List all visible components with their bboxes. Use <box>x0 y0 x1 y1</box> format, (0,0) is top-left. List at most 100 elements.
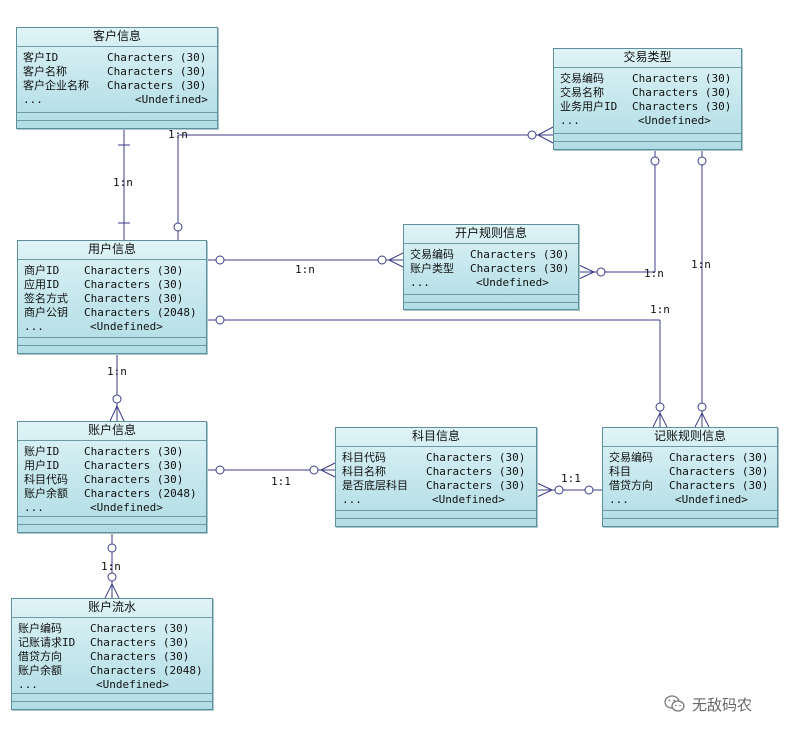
attr-type: <Undefined> <box>90 320 163 333</box>
attr-type: Characters (30) <box>84 264 184 277</box>
attr-name: 账户编码 <box>18 622 62 635</box>
attr-type: <Undefined> <box>135 93 208 106</box>
attr-row: 记账请求ID Characters (30) <box>18 636 206 650</box>
rel-label-customer-user: 1:n <box>113 176 133 189</box>
attr-name: ... <box>410 276 430 289</box>
attr-row: ... <Undefined> <box>24 501 200 515</box>
attr-name: 记账请求ID <box>18 636 76 649</box>
attr-row: 账户编码 Characters (30) <box>18 622 206 636</box>
attr-type: Characters (30) <box>426 465 526 478</box>
attr-name: 商户ID <box>24 264 60 277</box>
attr-type: Characters (30) <box>669 465 769 478</box>
attr-type: Characters (2048) <box>84 487 197 500</box>
attr-name: ... <box>23 93 43 106</box>
rel-label-user-openrule: 1:n <box>295 263 315 276</box>
attr-type: Characters (30) <box>669 479 769 492</box>
attr-row: 借贷方向 Characters (30) <box>18 650 206 664</box>
entity-title: 用户信息 <box>18 241 206 260</box>
attr-type: Characters (2048) <box>90 664 203 677</box>
attr-type: <Undefined> <box>638 114 711 127</box>
attr-row: ... <Undefined> <box>23 93 211 107</box>
attr-name: 商户公钥 <box>24 306 68 319</box>
attr-type: Characters (30) <box>470 248 570 261</box>
attr-row: ... <Undefined> <box>560 114 735 128</box>
attr-type: Characters (30) <box>84 292 184 305</box>
attr-type: <Undefined> <box>432 493 505 506</box>
attr-name: 账户余额 <box>24 487 68 500</box>
entity-title: 账户信息 <box>18 422 206 441</box>
attr-type: <Undefined> <box>476 276 549 289</box>
attr-row: ... <Undefined> <box>410 276 572 290</box>
attr-name: 借贷方向 <box>18 650 62 663</box>
attr-name: 交易编码 <box>410 248 454 261</box>
wechat-icon <box>664 695 685 712</box>
attr-type: Characters (30) <box>90 650 190 663</box>
attr-row: 科目代码 Characters (30) <box>24 473 200 487</box>
attr-row: 科目 Characters (30) <box>609 465 771 479</box>
attr-type: Characters (30) <box>426 479 526 492</box>
attr-type: <Undefined> <box>90 501 163 514</box>
rel-label-txntype-bookrule: 1:n <box>691 258 711 271</box>
attr-row: 客户企业名称 Characters (30) <box>23 79 211 93</box>
attr-row: ...<Undefined> <box>342 493 530 507</box>
attr-row: ...<Undefined> <box>609 493 771 507</box>
entity-account-flow[interactable]: 账户流水 账户编码 Characters (30) 记账请求ID Character… <box>11 598 213 710</box>
entity-title: 客户信息 <box>17 28 217 47</box>
entity-title: 记账规则信息 <box>603 428 777 447</box>
attr-row: 账户余额 Characters (2048) <box>24 487 200 501</box>
attr-type: Characters (30) <box>84 278 184 291</box>
entity-user[interactable]: 用户信息 商户ID Characters (30) 应用ID Characters … <box>17 240 207 354</box>
attr-type: Characters (30) <box>90 636 190 649</box>
attr-row: ...<Undefined> <box>18 678 206 692</box>
attr-name: 客户企业名称 <box>23 79 89 92</box>
watermark-text: 无敌码农 <box>692 696 753 714</box>
rel-label-account-flow: 1:n <box>101 560 121 573</box>
attr-name: 科目代码 <box>342 451 386 464</box>
attr-type: Characters (30) <box>107 79 207 92</box>
rel-label-account-subject: 1:1 <box>271 475 291 488</box>
entity-book-rule[interactable]: 记账规则信息 交易编码 Characters (30) 科目 Characters … <box>602 427 778 527</box>
attr-name: ... <box>24 501 44 514</box>
entity-title: 账户流水 <box>12 599 212 618</box>
attr-type: <Undefined> <box>96 678 169 691</box>
attr-type: Characters (30) <box>84 473 184 486</box>
attr-type: Characters (30) <box>90 622 190 635</box>
attr-name: 交易编码 <box>609 451 653 464</box>
attr-name: 交易编码 <box>560 72 604 85</box>
attr-row: 商户ID Characters (30) <box>24 264 200 278</box>
attr-type: Characters (30) <box>632 100 732 113</box>
attr-name: 客户名称 <box>23 65 67 78</box>
attr-name: 科目代码 <box>24 473 68 486</box>
attr-row: 科目名称 Characters (30) <box>342 465 530 479</box>
attr-row: ... <Undefined> <box>24 320 200 334</box>
attr-name: ... <box>560 114 580 127</box>
attr-name: 签名方式 <box>24 292 68 305</box>
attr-name: 账户类型 <box>410 262 454 275</box>
attr-name: 科目名称 <box>342 465 386 478</box>
attr-name: 应用ID <box>24 278 60 291</box>
entity-title: 交易类型 <box>554 49 741 68</box>
attr-type: <Undefined> <box>675 493 748 506</box>
attr-name: 账户ID <box>24 445 60 458</box>
attr-name: ... <box>24 320 44 333</box>
rel-label-user-account: 1:n <box>107 365 127 378</box>
rel-label-user-txntype: 1:n <box>168 128 188 141</box>
attr-name: 科目 <box>609 465 631 478</box>
